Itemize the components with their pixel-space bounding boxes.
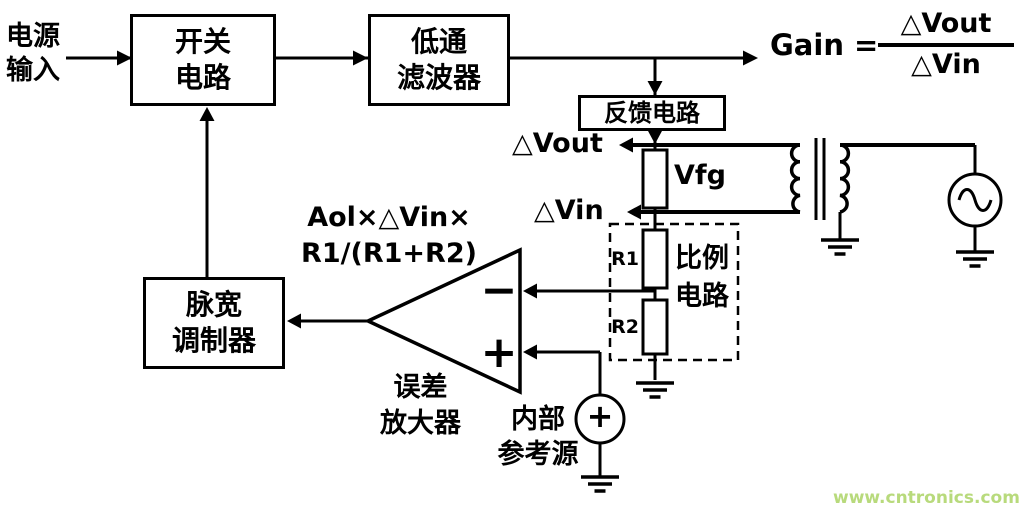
arrow-vin: [627, 204, 641, 220]
ground-icon: [821, 238, 859, 256]
arrow-into-feedback: [647, 81, 663, 95]
ground-icon: [581, 475, 619, 493]
arrowheads: [117, 50, 758, 360]
arrow-into-switch-bottom: [199, 107, 215, 121]
arrow-into-switch: [117, 50, 132, 66]
ground-icon: [956, 250, 994, 268]
opamp-minus-input-icon: −: [481, 265, 518, 316]
arrow-into-pwm: [287, 313, 301, 329]
resistor-r1: [641, 228, 669, 290]
power-input-label: 电源 输入: [6, 21, 60, 86]
ref-source-circle: [574, 393, 626, 445]
transformer-primary-coil: [789, 143, 801, 214]
opamp-formula-label: Aol×△Vin× R1/(R1+R2): [301, 202, 477, 269]
ground-icon: [636, 381, 674, 399]
r1-label: R1: [611, 248, 639, 270]
resistor-r2: [641, 298, 669, 356]
ref-source-icon: +: [574, 393, 626, 445]
watermark: www.cntronics.com: [833, 488, 1020, 508]
ratio-circuit-label: 比例 电路: [675, 243, 729, 312]
arrow-below-feedback: [647, 130, 663, 144]
gain-denominator: △Vin: [911, 49, 981, 80]
fraction-bar: [878, 43, 1014, 47]
ac-source-icon: [947, 172, 1003, 228]
lpf-block: 低通 滤波器: [368, 14, 510, 106]
switch-circuit-block: 开关 电路: [130, 14, 276, 106]
transformer-secondary-coil: [839, 143, 851, 214]
pwm-block: 脉宽 调制器: [143, 277, 285, 369]
resistor-vfg: [641, 148, 669, 210]
resistors: [641, 148, 669, 356]
internal-ref-label: 内部 参考源: [497, 404, 579, 470]
error-amp-label: 误差 放大器: [380, 372, 461, 439]
arrow-vout: [619, 137, 633, 153]
arrow-into-lpf: [353, 50, 368, 66]
delta-vout-label: △Vout: [512, 128, 603, 159]
opamp-plus-input-icon: +: [481, 327, 518, 378]
opamp: − +: [363, 247, 522, 395]
opamp-triangle: [363, 247, 522, 395]
feedback-circuit-block: 反馈电路: [578, 95, 726, 131]
vfg-label: Vfg: [674, 160, 726, 191]
sine-wave-icon: [957, 188, 993, 212]
gain-prefix-label: Gain =: [770, 28, 879, 62]
ratio-circuit-dashed-box: [608, 222, 740, 362]
ground-symbols: [581, 238, 994, 493]
transformer-icon: [789, 138, 851, 220]
arrow-into-plus: [523, 344, 537, 360]
ref-source-plus: +: [587, 397, 614, 435]
arrow-into-minus: [523, 283, 537, 299]
arrow-to-gain: [743, 50, 758, 66]
r2-label: R2: [611, 316, 639, 338]
gain-numerator: △Vout: [900, 8, 992, 39]
delta-vin-label: △Vin: [534, 195, 604, 226]
